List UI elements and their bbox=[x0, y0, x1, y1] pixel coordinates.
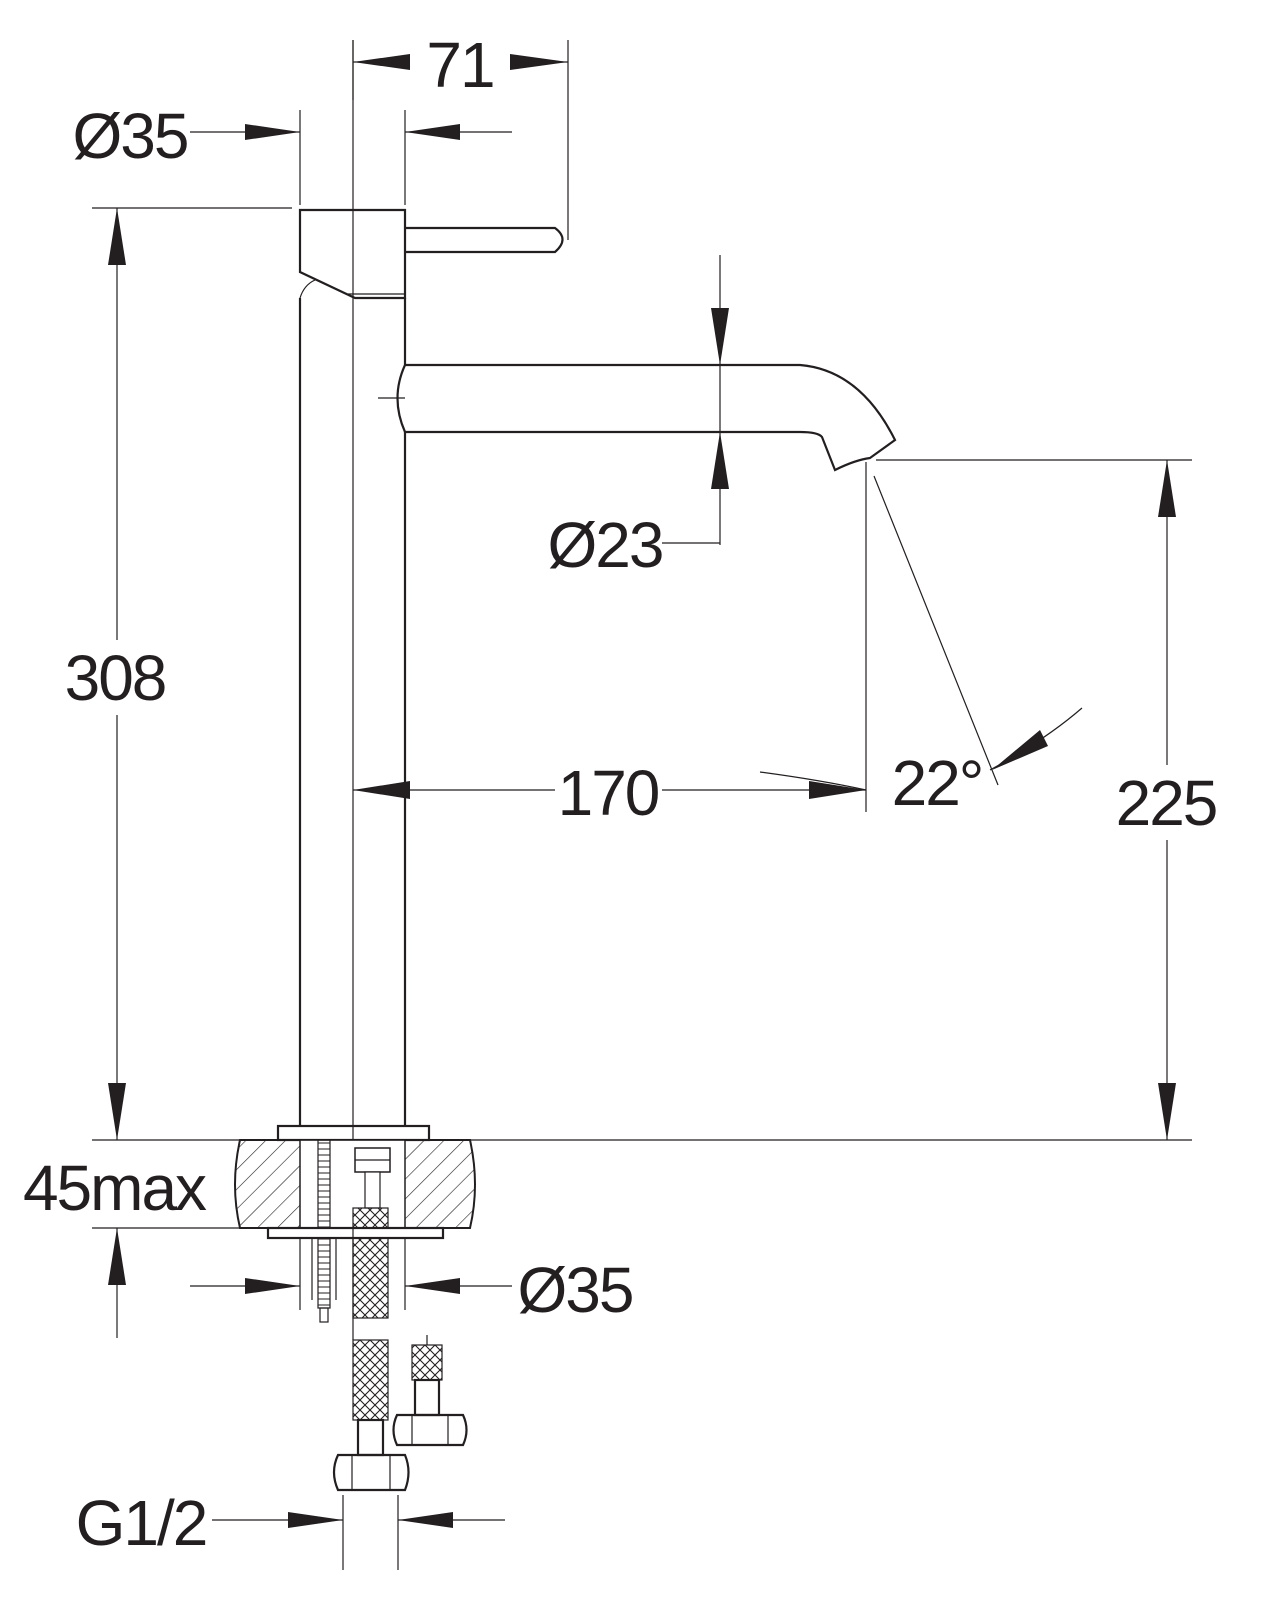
label-spout-angle: 22° bbox=[892, 747, 983, 819]
dim-connection-thread bbox=[212, 1495, 505, 1570]
dim-spout-reach bbox=[353, 462, 867, 812]
dim-top-width bbox=[352, 40, 569, 240]
label-spout-height: 225 bbox=[1116, 767, 1217, 839]
faucet-body bbox=[276, 208, 897, 1142]
label-handle-diameter: Ø35 bbox=[73, 100, 188, 172]
label-top-width: 71 bbox=[426, 29, 493, 101]
dim-base-diameter bbox=[190, 1238, 512, 1310]
dim-spout-height bbox=[876, 459, 1192, 1140]
label-spout-reach: 170 bbox=[558, 757, 659, 829]
label-base-diameter: Ø35 bbox=[518, 1254, 633, 1326]
dim-total-height bbox=[92, 207, 1192, 1141]
label-spout-diameter: Ø23 bbox=[548, 509, 663, 581]
dim-deck-thickness bbox=[92, 1227, 240, 1338]
mounting-deck bbox=[234, 1139, 476, 1229]
under-deck-fittings bbox=[266, 1226, 468, 1492]
dim-spout-angle bbox=[873, 475, 1083, 786]
label-total-height: 308 bbox=[65, 642, 166, 714]
dim-spout-diameter bbox=[662, 255, 729, 545]
label-connection-thread: G1/2 bbox=[76, 1487, 207, 1559]
label-deck-thickness: 45max bbox=[23, 1152, 207, 1224]
dim-handle-diameter bbox=[190, 110, 512, 205]
